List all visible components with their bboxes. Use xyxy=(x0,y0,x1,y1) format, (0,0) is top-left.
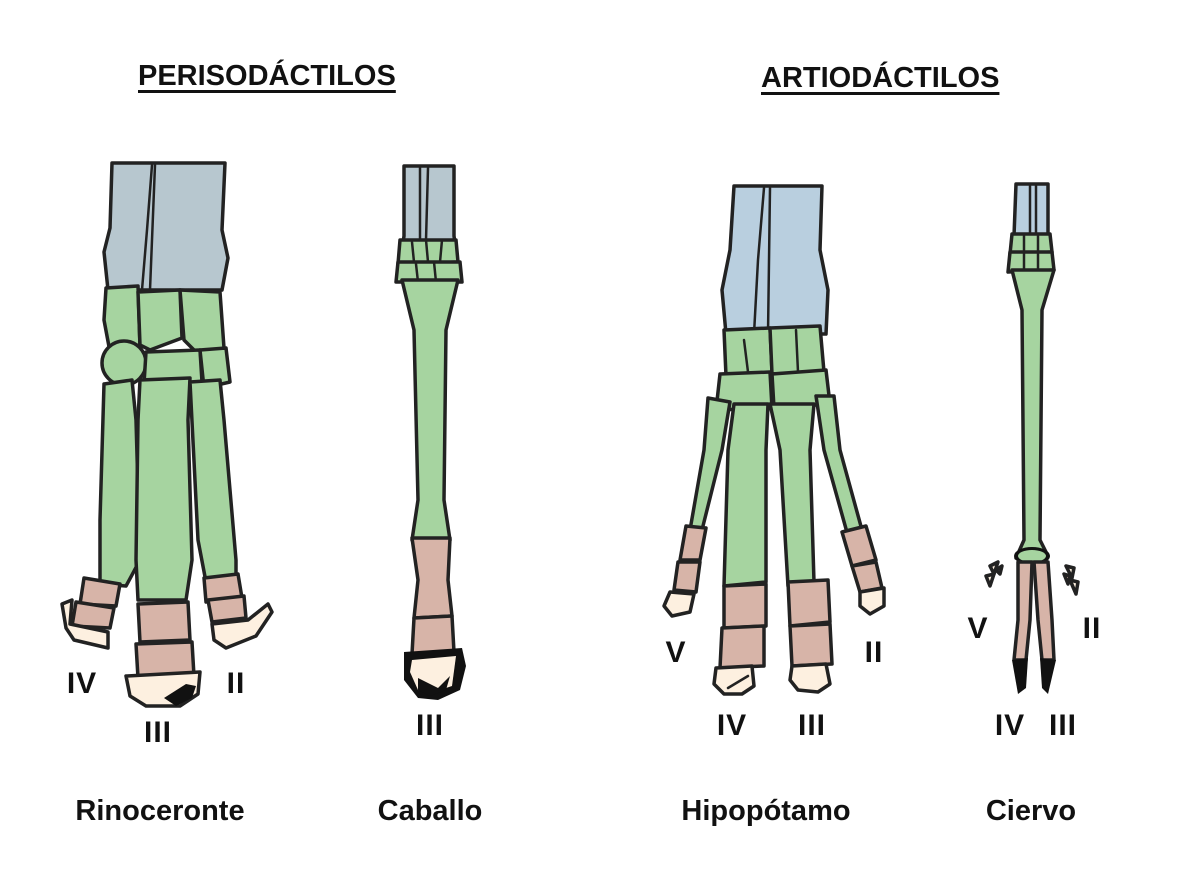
rhino-name: Rinoceronte xyxy=(75,795,245,827)
deer-digit-iv-label: IV xyxy=(994,709,1026,742)
hippo-name: Hipopótamo xyxy=(681,795,851,827)
perissodactyls-heading: PERISODÁCTILOS xyxy=(138,60,396,92)
hippo-digit-iii-label: III xyxy=(797,709,827,742)
hippo-digit-ii-label: II xyxy=(864,636,884,669)
deer-name: Ciervo xyxy=(985,795,1077,827)
hippo-digit-iv-label: IV xyxy=(716,709,748,742)
rhino-digit-iii-label: III xyxy=(143,716,173,749)
deer-digit-iii-label: III xyxy=(1048,709,1078,742)
rhino-digit-iv-label: IV xyxy=(66,667,98,700)
rhino-forelimb xyxy=(60,161,274,708)
horse-forelimb xyxy=(394,164,466,700)
deer-forelimb xyxy=(984,182,1080,694)
hippo-digit-v-label: V xyxy=(665,636,687,669)
rhino-digit-ii-label: II xyxy=(226,667,246,700)
artiodactyls-heading: ARTIODÁCTILOS xyxy=(761,62,1000,94)
hippo-forelimb xyxy=(662,184,886,696)
deer-digit-ii-label: II xyxy=(1082,612,1102,645)
horse-digit-iii-label: III xyxy=(415,709,445,742)
deer-digit-v-label: V xyxy=(967,612,989,645)
horse-name: Caballo xyxy=(377,795,483,827)
